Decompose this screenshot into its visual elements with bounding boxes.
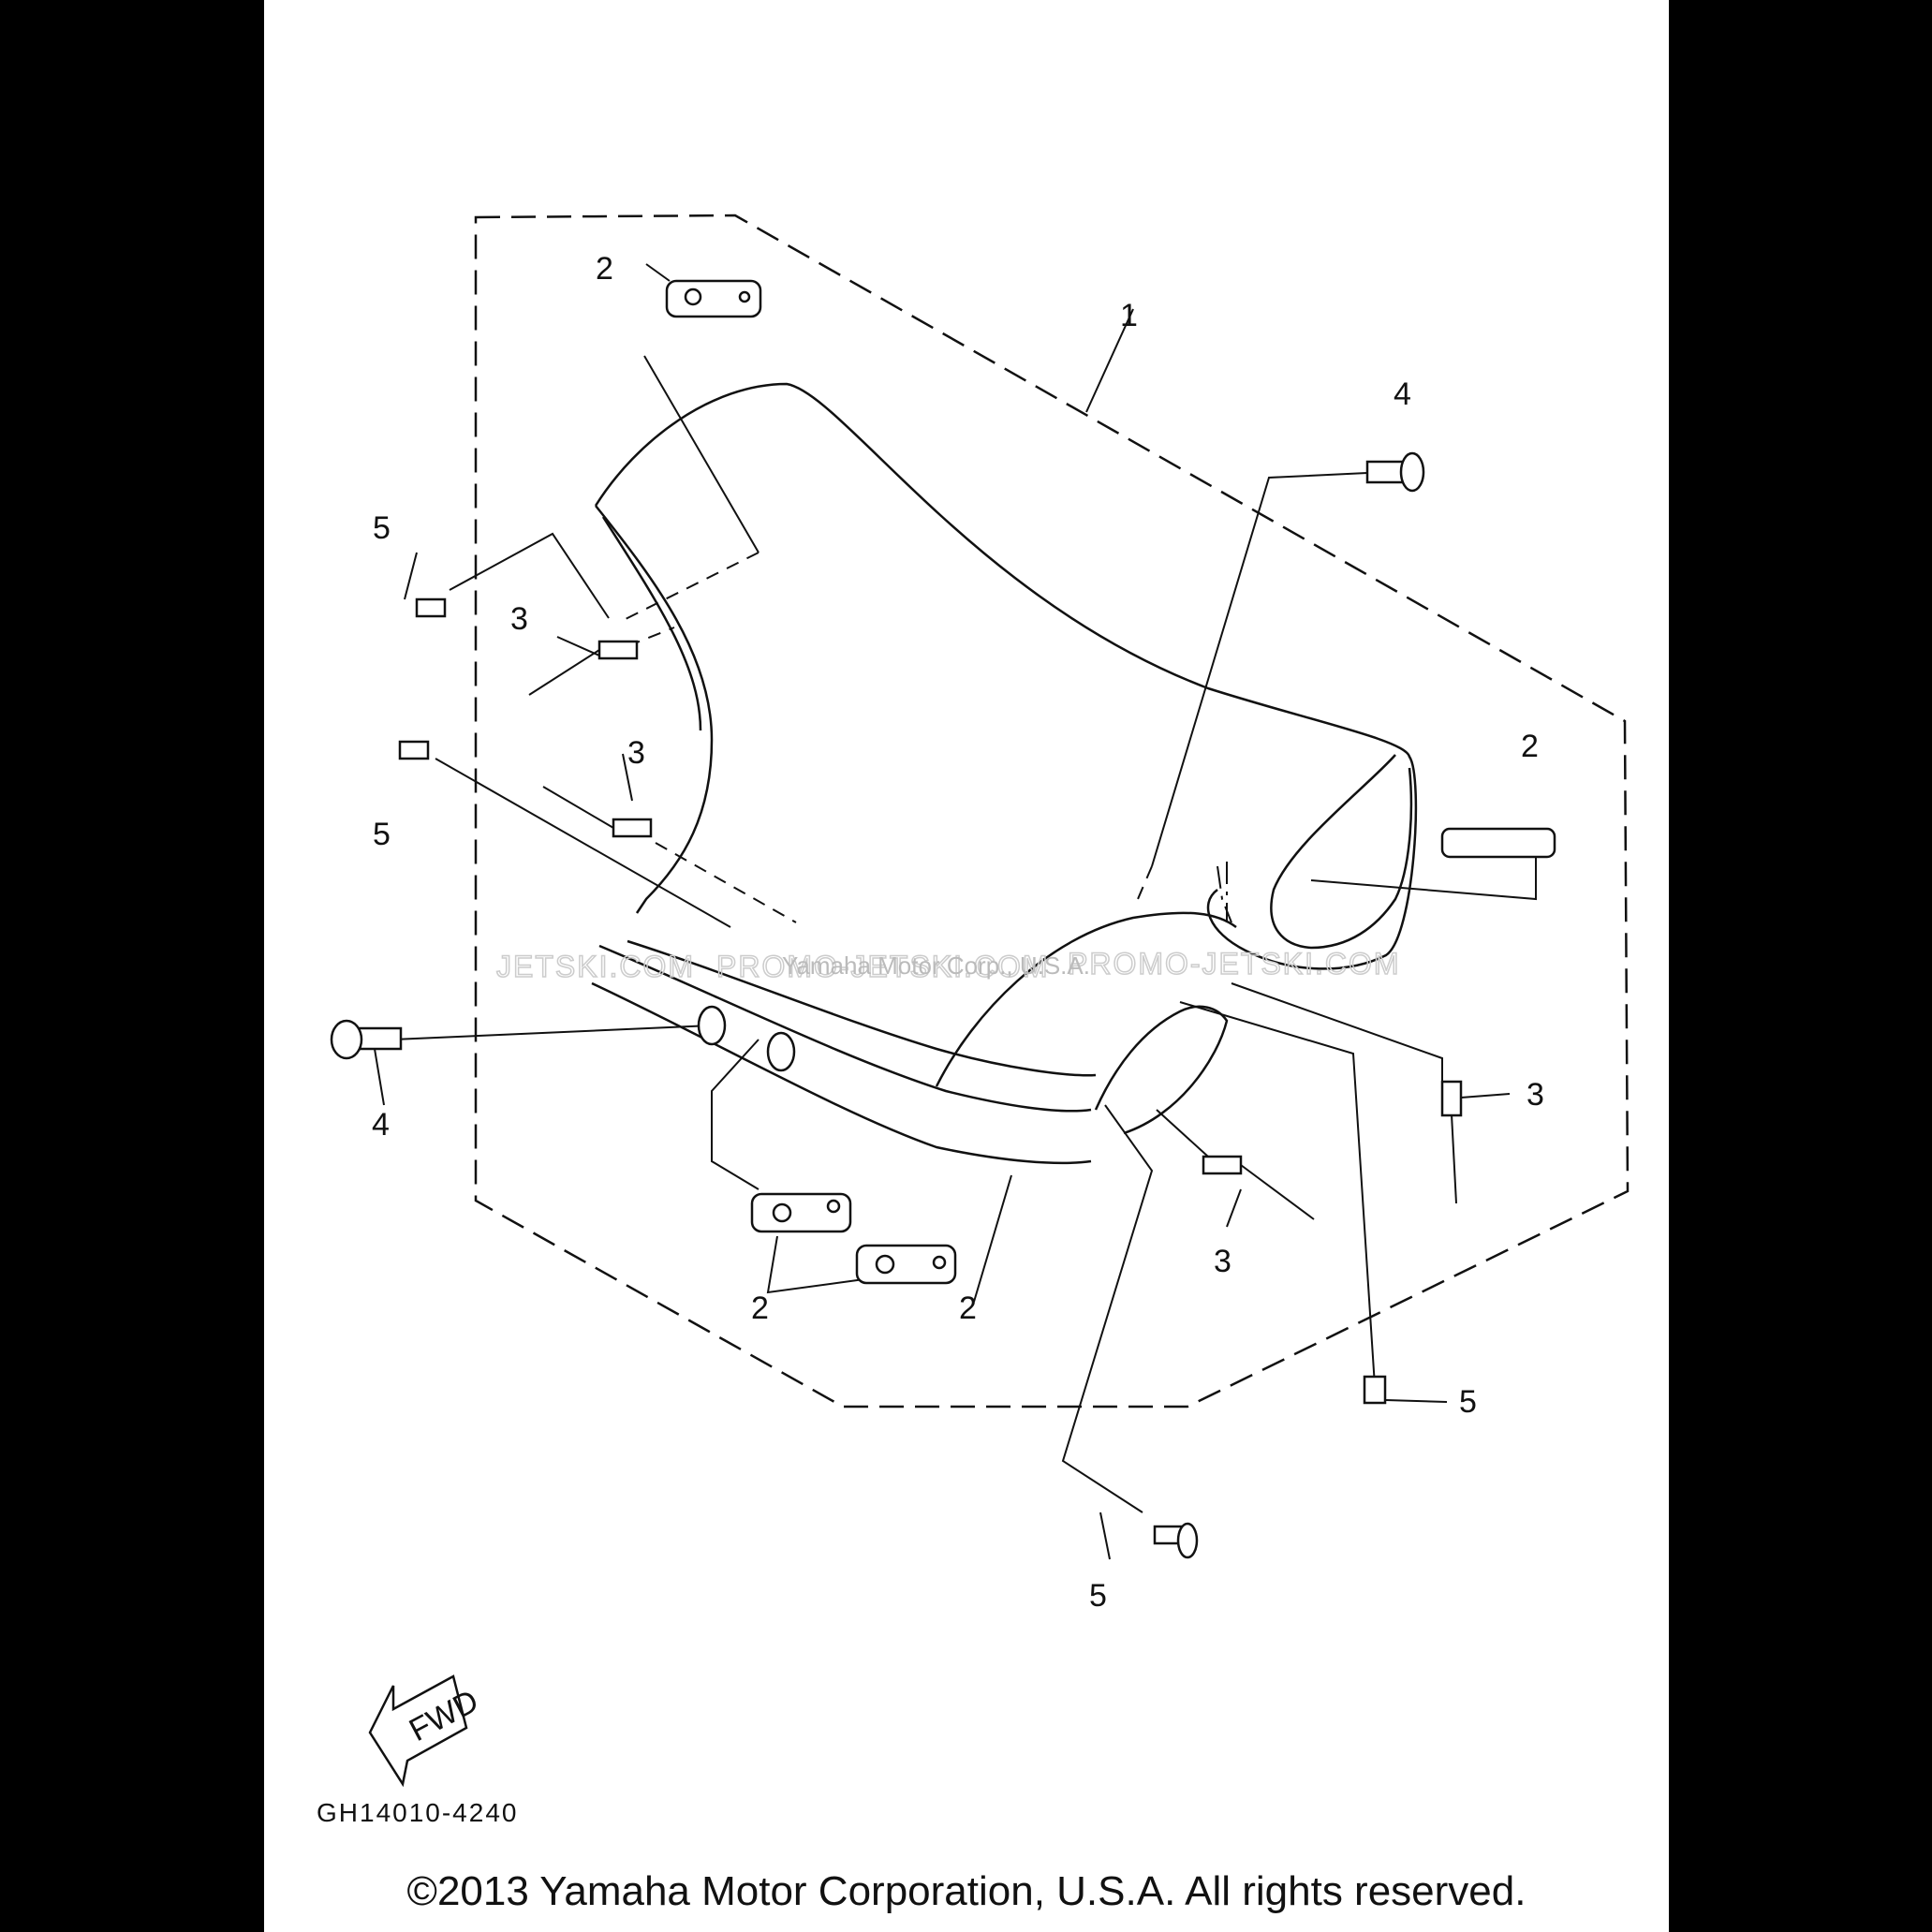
- callout-3-d: 3: [1214, 1244, 1231, 1279]
- nut-plate-bottom-2: [855, 1244, 957, 1285]
- seat-hump: [935, 911, 1237, 1087]
- nut-plate-top: [665, 279, 762, 318]
- callout-3-c: 3: [1526, 1077, 1544, 1113]
- part-code: GH14010-4240: [317, 1798, 518, 1827]
- callout-3-a: 3: [510, 601, 528, 637]
- watermark-right: PROMO-JETSKI.COM: [1068, 947, 1401, 981]
- seat-front-rail-top: [627, 939, 1097, 1077]
- rivet-3-a: [597, 640, 639, 660]
- bolt-5-a: [415, 597, 447, 618]
- rivet-3-b: [612, 818, 653, 838]
- seat-outline: [594, 382, 1418, 970]
- seat-front-rail: [598, 944, 1092, 1113]
- watermark-left: JETSKI.COM: [496, 950, 695, 983]
- diagram-page: [264, 0, 1669, 1932]
- rivet-3-d: [1202, 1155, 1243, 1175]
- copyright-notice: ©2013 Yamaha Motor Corporation, U.S.A. A…: [406, 1868, 1526, 1914]
- watermark-mid: PROMO-JETSKI.COM: [716, 950, 1050, 983]
- seat-hump-inner: [1094, 1005, 1229, 1135]
- seat-side: [595, 505, 714, 914]
- callout-5-c: 5: [1459, 1384, 1477, 1420]
- callout-5-b: 5: [373, 817, 391, 852]
- callout-5-a: 5: [373, 510, 391, 546]
- bolt-5-b: [398, 740, 430, 760]
- rivet-3-c: [1440, 1080, 1463, 1117]
- callout-4-top: 4: [1394, 376, 1411, 412]
- nut-plate-bottom-1: [750, 1192, 852, 1233]
- callout-2-bottom: 2: [751, 1290, 769, 1326]
- callout-1: 1: [1120, 298, 1138, 333]
- callout-2-top: 2: [596, 251, 613, 287]
- callout-4-left: 4: [372, 1107, 390, 1143]
- callout-5-d: 5: [1089, 1578, 1107, 1614]
- callout-2-right: 2: [1521, 729, 1539, 764]
- seat-rear-loop: [1270, 754, 1413, 950]
- bolt-5-c: [1363, 1375, 1387, 1405]
- seat-inner-edge: [601, 516, 702, 731]
- watermark-small: Yamaha Motor Corp., U.S.A.: [782, 951, 1090, 980]
- fwd-arrow-icon: FWD: [368, 1674, 484, 1788]
- assembly-boundary: [474, 214, 1630, 1408]
- callout-2-bottom-b: 2: [959, 1290, 977, 1326]
- nut-plate-right: [1440, 827, 1556, 859]
- callout-3-b: 3: [627, 735, 645, 771]
- seat-front-rail-lower: [591, 981, 1092, 1165]
